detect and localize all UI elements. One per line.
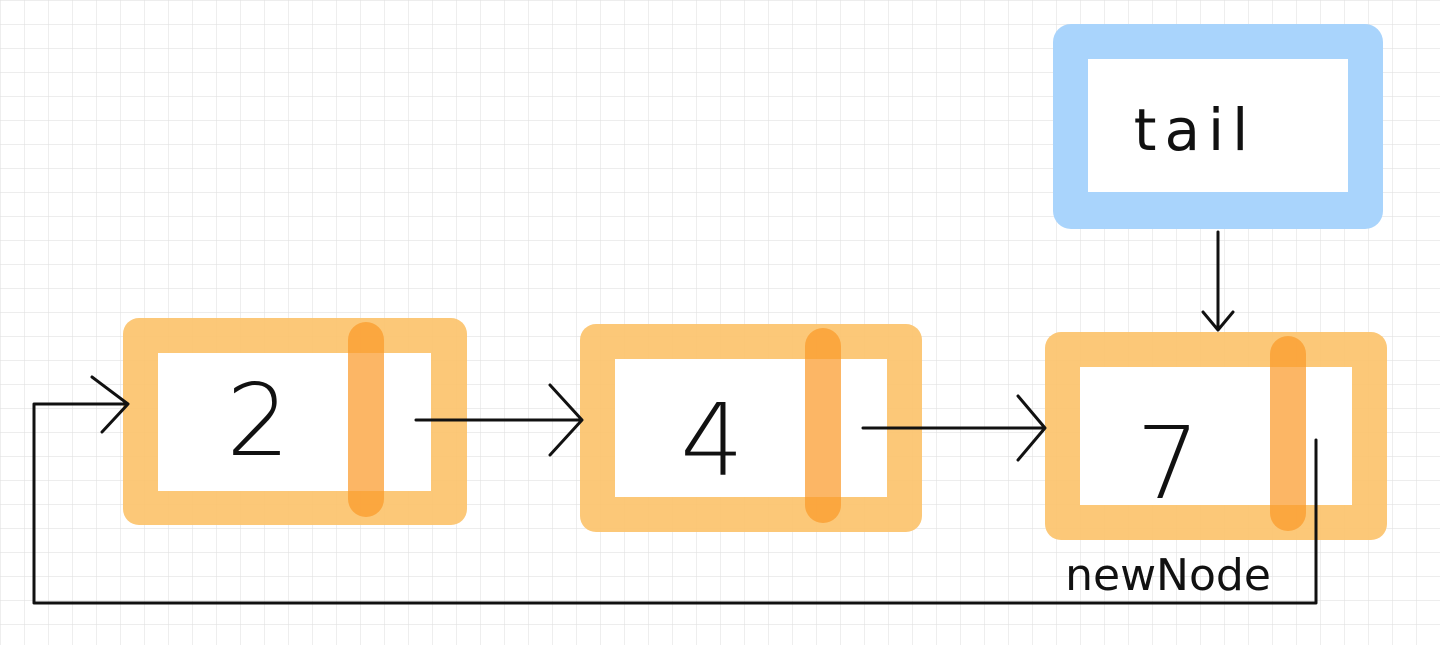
list-node-3: 7 [1045, 332, 1387, 540]
node-value: 2 [226, 362, 290, 479]
new-node-label: newNode [1065, 550, 1271, 601]
list-node-1: 2 [123, 318, 467, 525]
arrow-tail-to-node3 [1201, 230, 1235, 332]
tail-label: tail [1134, 96, 1257, 164]
next-pointer-divider [348, 322, 384, 517]
arrow-node3-to-node1-circular [32, 375, 1318, 605]
arrow-node2-to-node3 [861, 394, 1047, 462]
node-value: 4 [680, 382, 744, 499]
tail-pointer-box: tail [1053, 24, 1383, 229]
next-pointer-divider [1270, 336, 1306, 531]
next-pointer-divider [805, 328, 841, 523]
list-node-2: 4 [580, 324, 922, 532]
node-value: 7 [1136, 405, 1200, 522]
arrow-node1-to-node2 [414, 383, 584, 457]
